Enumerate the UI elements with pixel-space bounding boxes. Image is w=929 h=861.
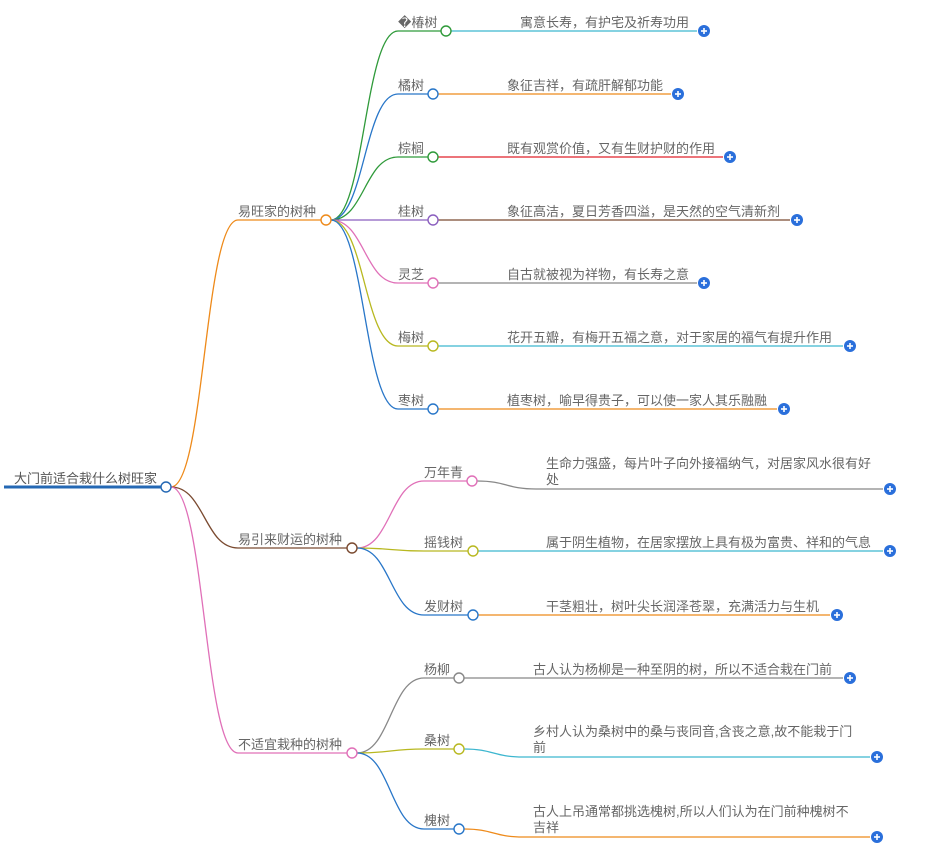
branch-link (170, 219, 239, 488)
leaf-topic: 橘树 (398, 78, 424, 93)
plus-circle-icon[interactable] (778, 403, 790, 415)
leaf-collapse-handle[interactable] (427, 88, 439, 100)
detail-text: 属于阴生植物，在居家摆放上具有极为富贵、祥和的气息 (546, 535, 871, 550)
leaf-link (330, 219, 399, 410)
detail-text: 古人认为杨柳是一种至阴的树，所以不适合栽在门前 (533, 662, 832, 677)
leaf-link (356, 480, 425, 549)
branch-topic: 易旺家的树种 (238, 204, 316, 219)
leaf-collapse-handle[interactable] (440, 25, 452, 37)
leaf-link (356, 677, 425, 754)
leaf-topic: 枣树 (398, 393, 424, 408)
leaf-collapse-handle[interactable] (427, 403, 439, 415)
leaf-collapse-handle[interactable] (453, 823, 465, 835)
leaf-topic: 发财树 (424, 599, 463, 614)
detail-text: 吉祥 (533, 820, 559, 835)
leaf-collapse-handle[interactable] (453, 672, 465, 684)
detail-link (476, 480, 537, 490)
branch-collapse-handle[interactable] (346, 542, 358, 554)
leaf-topic: 杨柳 (424, 662, 450, 677)
leaf-topic: �椿树 (398, 14, 437, 30)
leaf-link (356, 748, 425, 754)
leaf-topic: 万年青 (424, 465, 463, 480)
leaf-collapse-handle[interactable] (427, 340, 439, 352)
root-collapse-handle[interactable] (160, 481, 172, 493)
plus-circle-icon[interactable] (831, 609, 843, 621)
leaf-collapse-handle[interactable] (453, 743, 465, 755)
detail-text: 植枣树，喻早得贵子，可以使一家人其乐融融 (507, 393, 767, 408)
branch-topic: 不适宜栽种的树种 (238, 737, 342, 752)
plus-circle-icon[interactable] (791, 214, 803, 226)
branch-link (170, 486, 239, 549)
leaf-topic: 梅树 (398, 330, 424, 345)
plus-circle-icon[interactable] (698, 277, 710, 289)
leaf-topic: 槐树 (424, 813, 450, 828)
plus-circle-icon[interactable] (871, 751, 883, 763)
plus-circle-icon[interactable] (672, 88, 684, 100)
detail-text: 古人上吊通常都挑选槐树,所以人们认为在门前种槐树不 (533, 804, 849, 819)
branch-collapse-handle[interactable] (320, 214, 332, 226)
leaf-link (356, 752, 425, 830)
plus-circle-icon[interactable] (884, 545, 896, 557)
detail-link (463, 748, 524, 758)
plus-circle-icon[interactable] (844, 672, 856, 684)
leaf-link (330, 219, 399, 347)
detail-text: 前 (533, 740, 546, 755)
leaf-collapse-handle[interactable] (427, 214, 439, 226)
branch-topic: 易引来财运的树种 (238, 532, 342, 547)
plus-circle-icon[interactable] (844, 340, 856, 352)
leaf-collapse-handle[interactable] (467, 609, 479, 621)
detail-text: 乡村人认为桑树中的桑与丧同音,含丧之意,故不能栽于门 (533, 724, 852, 739)
detail-text: 自古就被视为祥物，有长寿之意 (507, 267, 689, 282)
detail-text: 干茎粗壮，树叶尖长润泽苍翠，充满活力与生机 (546, 599, 819, 614)
leaf-collapse-handle[interactable] (466, 475, 478, 487)
detail-link (463, 828, 524, 838)
leaf-link (330, 219, 399, 284)
leaf-topic: 摇钱树 (424, 535, 463, 550)
plus-circle-icon[interactable] (871, 831, 883, 843)
detail-text: 寓意长寿，有护宅及祈寿功用 (520, 15, 689, 30)
leaf-topic: 桂树 (398, 204, 424, 219)
detail-text: 处 (546, 472, 559, 487)
plus-circle-icon[interactable] (724, 151, 736, 163)
branch-link (170, 486, 239, 754)
detail-text: 象征吉祥，有疏肝解郁功能 (507, 78, 663, 93)
leaf-link (356, 547, 425, 552)
detail-text: 生命力强盛，每片叶子向外接福纳气，对居家风水很有好 (546, 456, 871, 471)
detail-text: 象征高洁，夏日芳香四溢，是天然的空气清新剂 (507, 204, 780, 219)
leaf-collapse-handle[interactable] (427, 151, 439, 163)
plus-circle-icon[interactable] (884, 483, 896, 495)
leaf-collapse-handle[interactable] (467, 545, 479, 557)
leaf-topic: 灵芝 (398, 267, 424, 282)
leaf-link (330, 30, 399, 221)
root-topic: 大门前适合栽什么树旺家 (14, 471, 157, 486)
leaf-collapse-handle[interactable] (427, 277, 439, 289)
detail-text: 既有观赏价值，又有生财护财的作用 (507, 141, 715, 156)
leaf-topic: 棕榈 (398, 141, 424, 156)
plus-circle-icon[interactable] (698, 25, 710, 37)
leaf-link (330, 93, 399, 221)
leaf-topic: 桑树 (424, 733, 450, 748)
leaf-link (330, 156, 399, 221)
detail-text: 花开五瓣，有梅开五福之意，对于家居的福气有提升作用 (507, 330, 832, 345)
branch-collapse-handle[interactable] (346, 747, 358, 759)
leaf-link (356, 547, 425, 616)
